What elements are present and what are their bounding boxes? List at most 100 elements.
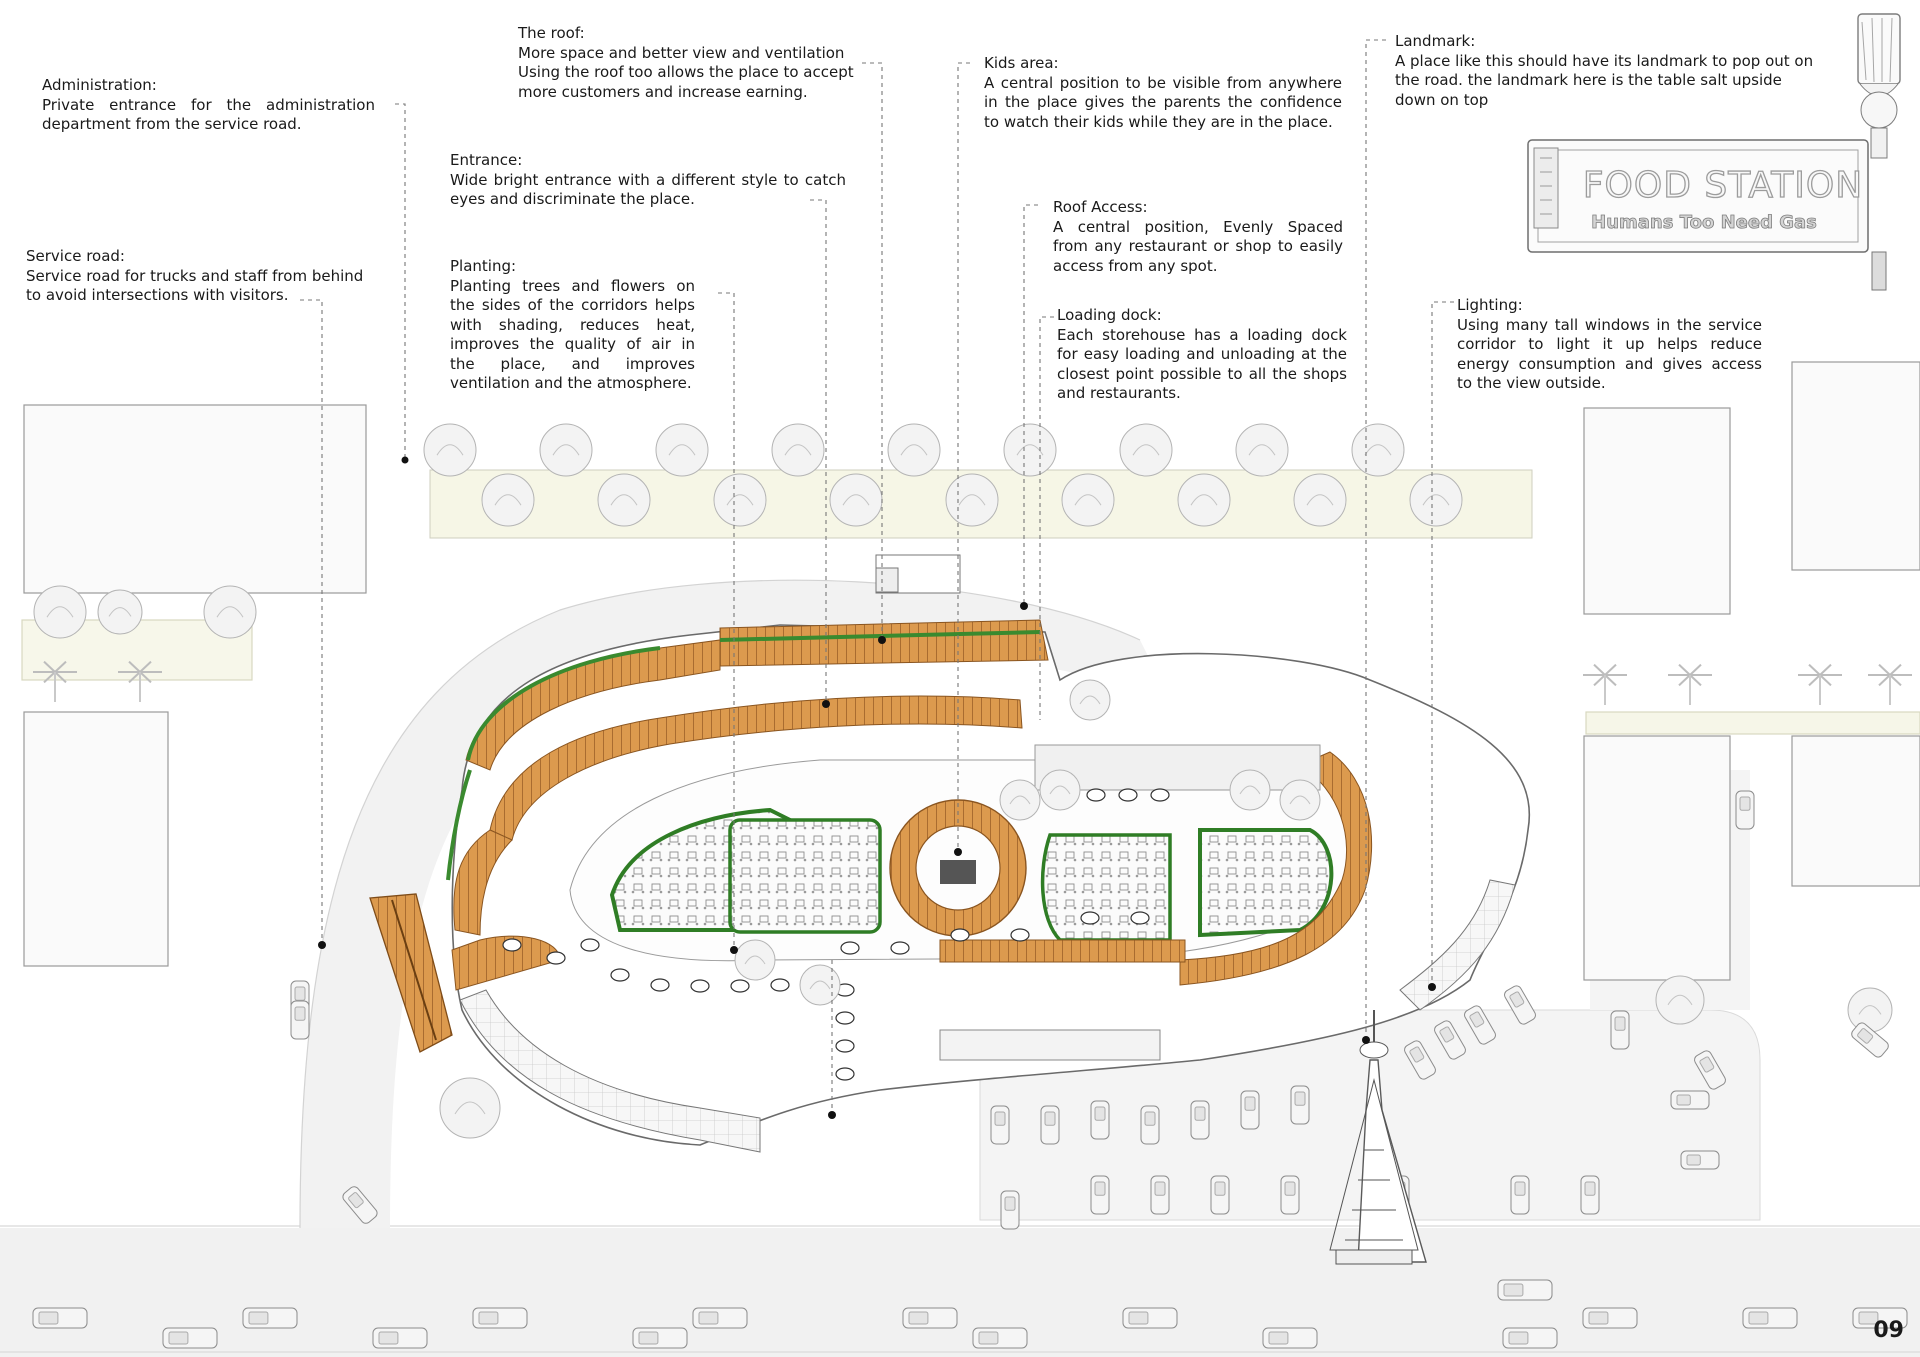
- annotation-administration: Administration: Private entrance for the…: [42, 76, 375, 135]
- leader-administration: [395, 103, 406, 460]
- leader-dot-kids-area: [954, 848, 962, 856]
- landmark-sign: FOOD STATION Humans Too Need Gas: [1527, 13, 1901, 291]
- planting-title: Planting:: [450, 257, 517, 275]
- car: [1290, 1085, 1310, 1125]
- annotation-kids-area: Kids area: A central position to be visi…: [984, 54, 1342, 132]
- leader-entrance: [810, 199, 827, 700]
- tree: [1235, 423, 1289, 477]
- tree: [887, 423, 941, 477]
- car: [1280, 1175, 1300, 1215]
- palm-tree: [118, 660, 162, 702]
- green-planter-edge: [446, 630, 1041, 881]
- tree: [1061, 473, 1115, 527]
- planting-body: Planting trees and flowers on the sides …: [450, 276, 695, 393]
- tree: [999, 779, 1041, 821]
- palm-tree: [1668, 663, 1712, 705]
- leader-dot-entrance: [822, 700, 830, 708]
- tree: [1039, 769, 1081, 811]
- entrance-title: Entrance:: [450, 151, 523, 169]
- leader-landmark: [1365, 39, 1386, 1040]
- annotation-roof: The roof: More space and better view and…: [518, 24, 858, 102]
- timber-pergola-inner: [453, 695, 1023, 936]
- leader-dot-loading-dock: [828, 1111, 836, 1119]
- leader-lines: [300, 39, 1454, 1119]
- car: [902, 1307, 958, 1329]
- tree: [655, 423, 709, 477]
- leader-service-road: [300, 299, 323, 945]
- car: [1434, 1020, 1466, 1060]
- tree: [481, 473, 535, 527]
- car: [1610, 1010, 1630, 1050]
- tree: [1177, 473, 1231, 527]
- car: [1742, 1307, 1798, 1329]
- leader-dot-roof-access: [1020, 602, 1028, 610]
- car: [372, 1327, 428, 1349]
- tree: [423, 423, 477, 477]
- palm-tree: [33, 660, 77, 702]
- annotation-roof-access: Roof Access: A central position, Evenly …: [1053, 198, 1343, 276]
- tree: [829, 473, 883, 527]
- kids-area-ring: [889, 799, 1027, 937]
- leader-dot-roof: [878, 636, 886, 644]
- car: [972, 1327, 1028, 1349]
- roof-access-title: Roof Access:: [1053, 198, 1148, 216]
- leader-dot-planting: [730, 946, 738, 954]
- tree: [1409, 473, 1463, 527]
- building-service-corridor: [459, 879, 1516, 1153]
- tree: [1279, 779, 1321, 821]
- tree: [97, 589, 143, 635]
- car: [1000, 1190, 1020, 1230]
- car: [242, 1307, 298, 1329]
- tree: [945, 473, 999, 527]
- leader-loading-dock: [1039, 316, 1054, 720]
- car: [1122, 1307, 1178, 1329]
- palm-trees: [33, 660, 1912, 705]
- sign-tagline: Humans Too Need Gas: [1591, 212, 1817, 233]
- tree: [203, 585, 257, 639]
- car: [1497, 1279, 1553, 1301]
- car: [32, 1307, 88, 1329]
- tree: [439, 1077, 501, 1139]
- car: [692, 1307, 748, 1329]
- leader-planting: [718, 292, 735, 950]
- roof-title: The roof:: [518, 24, 585, 42]
- neighbour-block-right: [1583, 361, 1920, 981]
- car: [342, 1186, 378, 1224]
- car: [1670, 1090, 1710, 1110]
- annotation-entrance: Entrance: Wide bright entrance with a di…: [450, 151, 846, 210]
- car: [1852, 1307, 1908, 1329]
- roof-access-body: A central position, Evenly Spaced from a…: [1053, 217, 1343, 275]
- car: [162, 1327, 218, 1349]
- service-road-body: Service road for trucks and staff from b…: [26, 266, 364, 305]
- landmark-tower: [1329, 1010, 1427, 1265]
- annotation-landmark: Landmark: A place like this should have …: [1395, 32, 1825, 110]
- palm-tree: [1868, 663, 1912, 705]
- palm-tree: [1583, 663, 1627, 705]
- car: [1504, 985, 1536, 1025]
- tree: [1847, 987, 1893, 1033]
- car: [290, 1000, 310, 1040]
- car: [1040, 1105, 1060, 1145]
- car: [1464, 1005, 1496, 1045]
- leader-roof-access: [1023, 204, 1038, 606]
- leader-dot-administration: [401, 456, 409, 464]
- car: [472, 1307, 528, 1329]
- car: [1240, 1090, 1260, 1130]
- car: [1150, 1175, 1170, 1215]
- tree: [1351, 423, 1405, 477]
- annotation-lighting: Lighting: Using many tall windows in the…: [1457, 296, 1762, 394]
- delivery-truck: [875, 554, 961, 594]
- street-trees: [33, 423, 1893, 1139]
- service-road-title: Service road:: [26, 247, 125, 265]
- annotation-service-road: Service road: Service road for trucks an…: [26, 247, 372, 306]
- tree: [1293, 473, 1347, 527]
- car: [1190, 1100, 1210, 1140]
- car: [1694, 1050, 1726, 1090]
- tree: [1069, 679, 1111, 721]
- car: [1735, 790, 1755, 830]
- leader-kids-area: [957, 62, 970, 850]
- annotation-loading-dock: Loading dock: Each storehouse has a load…: [1057, 306, 1347, 404]
- car: [1680, 1150, 1720, 1170]
- tree: [771, 423, 825, 477]
- tree: [713, 473, 767, 527]
